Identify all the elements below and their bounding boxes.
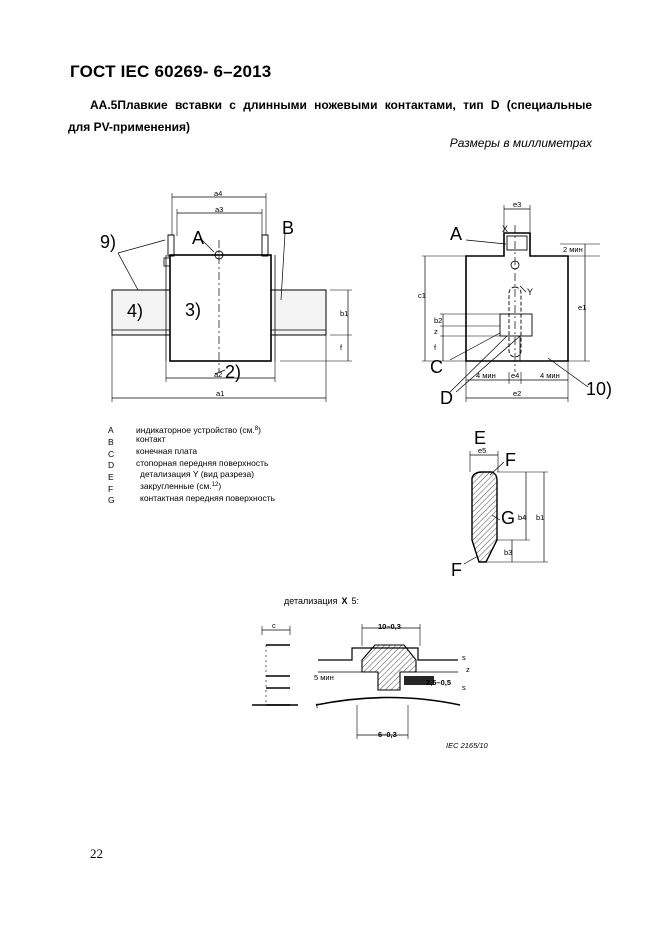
dim-10: 10–0,3 (378, 622, 401, 631)
dim-2-5: 2,5–0,5 (426, 678, 451, 687)
side-label-a: A (450, 224, 462, 244)
side-label-d: D (440, 388, 453, 408)
side-view: A X Y C D 10) e3 2 мин c1 e1 b2 z f 4 ми… (418, 200, 612, 408)
dim-4-min-left: 4 мин (476, 371, 496, 380)
dim-side-3: s (462, 683, 466, 692)
legend-row-d: D стопорная передняя поверхность (108, 458, 269, 470)
section-heading-line-1: АА.5Плавкие вставки с длинными ножевыми … (90, 98, 592, 112)
dim-f: f (340, 343, 343, 352)
dim-side-1: s (462, 653, 466, 662)
right-indicator-tab (261, 234, 269, 257)
svg-text:C: C (108, 449, 114, 459)
dim-e4: e4 (511, 371, 519, 380)
dim-z: z (434, 327, 438, 336)
dim-e2: e2 (513, 389, 521, 398)
svg-text:F: F (108, 484, 113, 494)
svg-text:конечная плата: конечная плата (136, 446, 197, 456)
side-label-10: 10) (586, 379, 612, 399)
section-heading: АА.5Плавкие вставки с длинными ножевыми … (68, 94, 592, 138)
side-label-x: X (502, 224, 508, 234)
dim-a4-top: a4 (214, 189, 222, 198)
dim-c: c (272, 621, 276, 630)
dim-a2: a2 (214, 370, 222, 379)
detail-y-label-f-bottom: F (451, 560, 462, 580)
dim-side-4: t (316, 701, 319, 710)
legend-row-g: G контактная передняя поверхность (108, 493, 276, 505)
svg-text:D: D (108, 460, 114, 470)
svg-text:E: E (108, 472, 114, 482)
dim-5-min: 5 мин (314, 673, 334, 682)
end-plate-outline (465, 232, 569, 362)
legend-row-e: E детализация Y (вид разреза) (108, 469, 254, 482)
dim-a3: a3 (215, 205, 223, 214)
svg-text:B: B (108, 437, 114, 447)
dim-6: 6–0,3 (378, 730, 397, 739)
blade-section (471, 471, 498, 563)
detail-y-section: E F G F e5 b4 b1 b3 (451, 428, 548, 580)
legend-row-f: F закругленные (см.12) (108, 481, 221, 494)
svg-text:индикаторное устройство (см.8): индикаторное устройство (см.8) (136, 425, 261, 435)
right-blade-contact (270, 289, 327, 336)
dim-b1: b1 (340, 309, 348, 318)
page-number: 22 (90, 846, 103, 861)
dim-a1: a1 (216, 389, 224, 398)
dim-e1: e1 (578, 303, 586, 312)
section-heading-line-2: для PV-применения) (68, 120, 190, 134)
front-label-b: B (282, 218, 294, 238)
svg-text:A: A (108, 425, 114, 435)
front-label-3: 3) (185, 300, 201, 320)
legend: A индикаторное устройство (см.8) B конта… (108, 425, 276, 505)
front-label-4: 4) (127, 301, 143, 321)
dim-b1-detail: b1 (536, 513, 544, 522)
iec-reference: IEC 2165/10 (446, 741, 489, 750)
fuse-body (169, 254, 272, 362)
dim-4-min-right: 4 мин (540, 371, 560, 380)
legend-row-c: C конечная плата (108, 446, 197, 459)
dim-2-min: 2 мин (563, 245, 583, 254)
detail-y-label-e: E (474, 428, 486, 448)
detail-y-label-g: G (501, 508, 515, 528)
dim-b2: b2 (434, 316, 442, 325)
dim-e5: e5 (478, 446, 486, 455)
dim-side-2: z (466, 665, 470, 674)
dim-b4: b4 (518, 513, 526, 522)
detail-y-label-f-top: F (505, 450, 516, 470)
dim-e3: e3 (513, 200, 521, 209)
svg-text:закругленные (см.12): закругленные (см.12) (140, 481, 221, 491)
document-title: ГОСТ IEC 60269- 6–2013 (70, 62, 272, 81)
left-indicator-tab (167, 234, 175, 257)
svg-text:G: G (108, 495, 115, 505)
dim-c1: c1 (418, 291, 426, 300)
front-label-a: A (192, 228, 204, 248)
legend-row-b: B контакт (108, 434, 166, 447)
side-label-c: C (430, 357, 443, 377)
svg-text:контакт: контакт (136, 434, 166, 444)
legend-row-a: A индикаторное устройство (см.8) (108, 425, 261, 435)
side-label-y: Y (527, 287, 533, 297)
svg-text:детализация Y (вид разреза): детализация Y (вид разреза) (140, 469, 254, 479)
dimensions-note: Размеры в миллиметрах (449, 136, 592, 150)
front-view: 9) A B 4) 3) 2) a4 a3 a2 a1 b1 f (100, 189, 352, 402)
front-label-2: 2) (225, 362, 241, 382)
dim-b3: b3 (504, 548, 512, 557)
dim-f-side: f (434, 343, 437, 352)
svg-text:стопорная передняя поверхность: стопорная передняя поверхность (136, 458, 269, 468)
front-label-9: 9) (100, 232, 116, 252)
svg-text:контактная передняя поверхност: контактная передняя поверхность (140, 493, 276, 503)
